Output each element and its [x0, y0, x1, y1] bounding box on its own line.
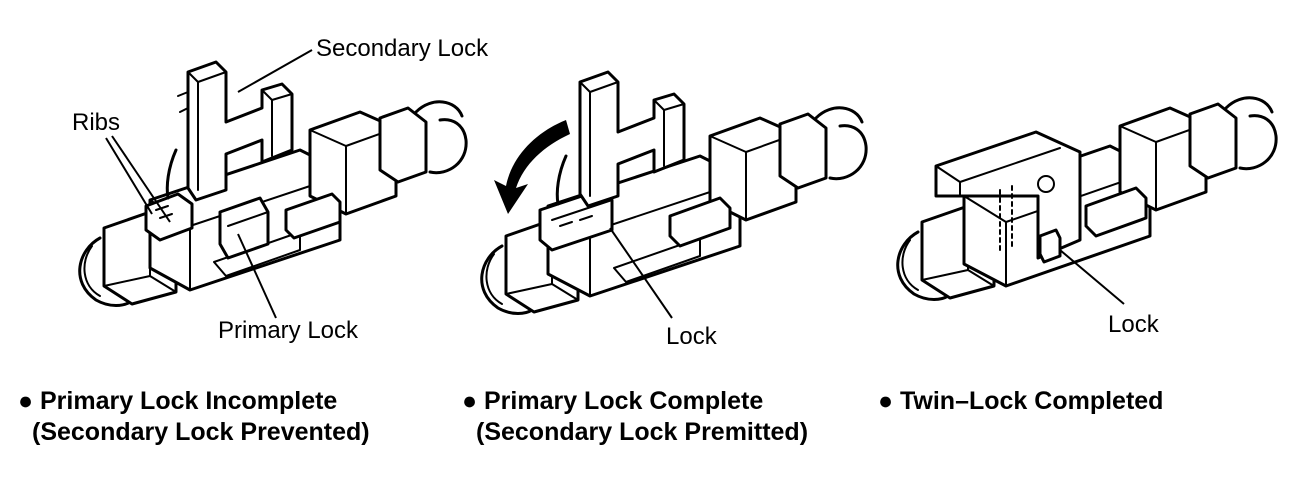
caption-line2: (Secondary Lock Premitted) — [476, 418, 809, 446]
lock-label-complete: Lock — [666, 323, 717, 350]
caption-line1: Twin–Lock Completed — [900, 387, 1164, 415]
rotate-arrow-icon — [494, 120, 570, 214]
connector-drawing-incomplete — [78, 60, 468, 307]
caption-line1: Primary Lock Incomplete — [40, 387, 338, 415]
caption-complete: ●Primary Lock Complete (Secondary Lock P… — [462, 386, 808, 448]
bullet-icon: ● — [462, 387, 478, 415]
caption-line1: Primary Lock Complete — [484, 387, 764, 415]
lock-label-twin: Lock — [1108, 311, 1159, 338]
caption-twin-lock: ●Twin–Lock Completed — [878, 386, 1163, 417]
caption-incomplete: ●Primary Lock Incomplete (Secondary Lock… — [18, 386, 370, 448]
ribs-label: Ribs — [72, 109, 121, 136]
caption-line2: (Secondary Lock Prevented) — [32, 418, 370, 446]
primary-lock-label: Primary Lock — [218, 317, 359, 344]
connector-drawing-complete — [480, 70, 868, 315]
secondary-lock-label: Secondary Lock — [316, 35, 489, 62]
bullet-icon: ● — [878, 387, 894, 415]
bullet-icon: ● — [18, 387, 34, 415]
connector-drawing-twin-lock — [896, 96, 1278, 301]
